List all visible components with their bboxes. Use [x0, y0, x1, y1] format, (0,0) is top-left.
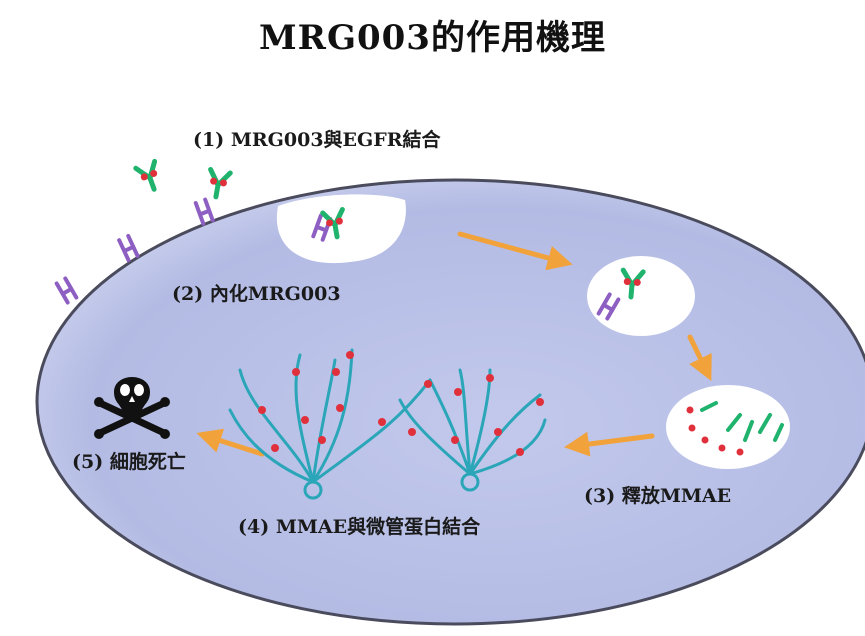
- skull-crossbones-icon: [94, 377, 170, 439]
- adc-free: [133, 158, 158, 192]
- egfr-receptor: [193, 197, 215, 226]
- arrow-to-lysosome: [687, 334, 712, 381]
- endosome-vesicle: [587, 256, 695, 336]
- antibody-drug-conjugates: [133, 158, 646, 300]
- egfr-receptor: [596, 292, 621, 321]
- arrow-to-cell-death: [196, 428, 265, 457]
- adc-internalizing: [320, 206, 345, 240]
- step-label-3: (3) 釋放MMAE: [584, 481, 731, 508]
- step-text: MMAE與微管蛋白結合: [275, 516, 481, 538]
- step-number: (3): [584, 485, 616, 507]
- step-text: MRG003與EGFR結合: [230, 129, 441, 151]
- step-number: (5): [72, 451, 104, 473]
- endocytosis-vesicle: [276, 194, 406, 264]
- egfr-receptor: [117, 233, 140, 263]
- diagram-title: MRG003的作用機理: [259, 18, 606, 58]
- step-number: (2): [172, 283, 204, 305]
- arrow-to-endosome: [457, 231, 573, 271]
- adc-bound: [208, 166, 233, 200]
- step-text: 釋放MMAE: [621, 485, 732, 507]
- arrow-to-microtubules: [564, 431, 655, 457]
- mmae-bound-to-tubulin: [258, 351, 544, 456]
- adc-endosome: [620, 267, 646, 300]
- step-text: 內化MRG003: [209, 283, 341, 305]
- process-arrows: [196, 231, 712, 457]
- released-mmae: [686, 401, 784, 456]
- step-number: (4): [238, 516, 270, 538]
- step-label-1: (1) MRG003與EGFR結合: [193, 125, 441, 152]
- step-label-4: (4) MMAE與微管蛋白結合: [238, 512, 480, 539]
- step-label-2: (2) 內化MRG003: [172, 279, 341, 306]
- step-text: 細胞死亡: [109, 451, 186, 473]
- egfr-receptors: [54, 197, 621, 321]
- step-number: (1): [193, 129, 225, 151]
- egfr-receptor: [54, 276, 79, 305]
- step-label-5: (5) 細胞死亡: [72, 447, 186, 474]
